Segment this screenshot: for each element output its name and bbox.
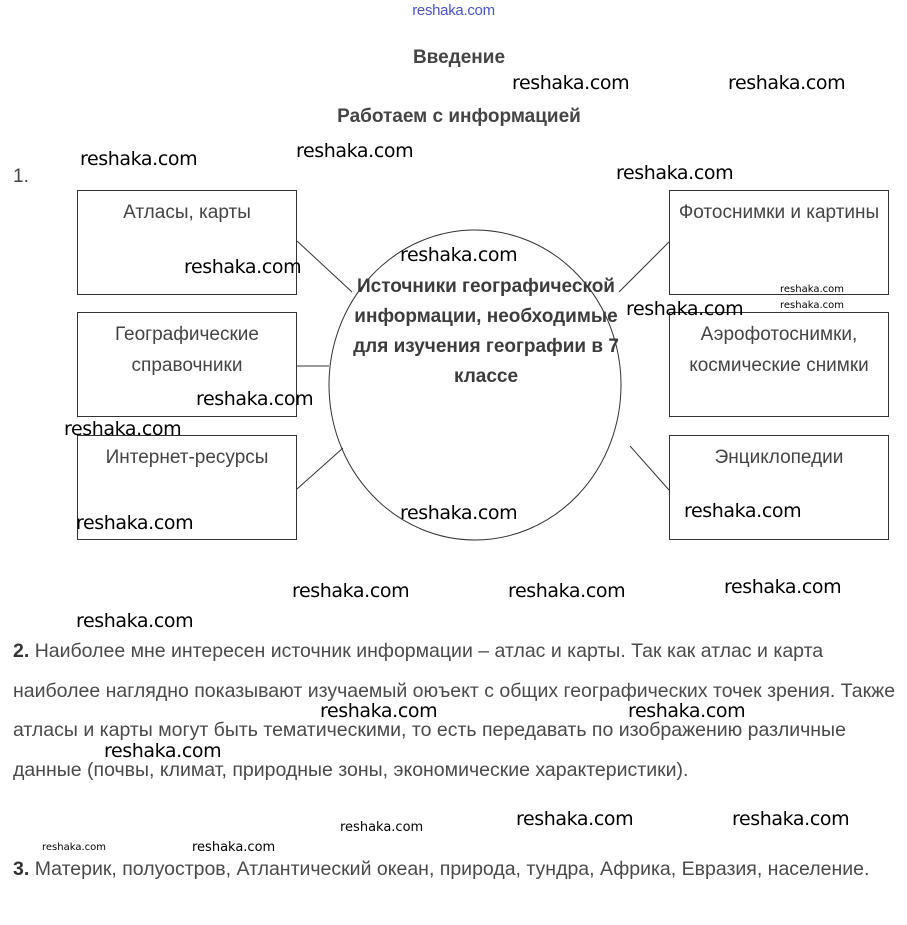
box-aerial-space-images: Аэрофотоснимки, космические снимки	[669, 312, 889, 417]
page-subtitle: Работаем с информацией	[337, 106, 581, 127]
center-circle	[328, 229, 622, 541]
watermark: reshaka.com	[400, 244, 518, 266]
box-encyclopedias: Энциклопедии	[669, 435, 889, 540]
watermark: reshaka.com	[512, 72, 630, 94]
connector-internet	[296, 447, 344, 490]
watermark: reshaka.com	[732, 808, 850, 830]
center-concept-text: Источники географической информации, нео…	[353, 276, 619, 387]
watermark: reshaka.com	[64, 418, 182, 440]
connector-atlas	[296, 240, 353, 293]
task-2-number: 2.	[13, 640, 30, 662]
watermark: reshaka.com	[184, 256, 302, 278]
box-atlases-maps: Атласы, карты	[77, 190, 297, 295]
section-title: Введение	[412, 47, 506, 68]
box-internet-resources: Интернет-ресурсы	[77, 435, 297, 540]
watermark: reshaka.com	[780, 300, 844, 311]
task-2-text: Наиболее мне интересен источник информац…	[13, 640, 896, 781]
site-link[interactable]: reshaka.com	[412, 2, 495, 19]
watermark: reshaka.com	[626, 298, 744, 320]
watermark: reshaka.com	[296, 140, 414, 162]
task-1-number: 1.	[13, 166, 29, 187]
watermark: reshaka.com	[76, 512, 194, 534]
connector-photos	[618, 241, 670, 293]
task-3-paragraph: 3. Материк, полуостров, Атлантический ок…	[13, 850, 907, 890]
watermark: reshaka.com	[724, 576, 842, 598]
watermark: reshaka.com	[400, 502, 518, 524]
watermark: reshaka.com	[508, 580, 626, 602]
task-3-text: Материк, полуостров, Атлантический океан…	[34, 858, 870, 880]
task-2-paragraph: 2. Наиболее мне интересен источник инфор…	[13, 632, 907, 790]
task-3-number: 3.	[13, 858, 30, 880]
watermark: reshaka.com	[76, 610, 194, 632]
box-photos-paintings: Фотоснимки и картины	[669, 190, 889, 295]
watermark: reshaka.com	[628, 700, 746, 722]
watermark: reshaka.com	[616, 162, 734, 184]
watermark: reshaka.com	[292, 580, 410, 602]
watermark: reshaka.com	[42, 842, 106, 853]
watermark: reshaka.com	[80, 148, 198, 170]
watermark: reshaka.com	[516, 808, 634, 830]
watermark: reshaka.com	[104, 740, 222, 762]
watermark: reshaka.com	[728, 72, 846, 94]
watermark: reshaka.com	[192, 840, 276, 855]
watermark: reshaka.com	[684, 500, 802, 522]
watermark: reshaka.com	[196, 388, 314, 410]
watermark: reshaka.com	[780, 284, 844, 295]
watermark: reshaka.com	[320, 700, 438, 722]
watermark: reshaka.com	[340, 820, 424, 835]
box-geo-reference: Географические справочники	[77, 312, 297, 417]
connector-encyclopedia	[629, 445, 670, 491]
